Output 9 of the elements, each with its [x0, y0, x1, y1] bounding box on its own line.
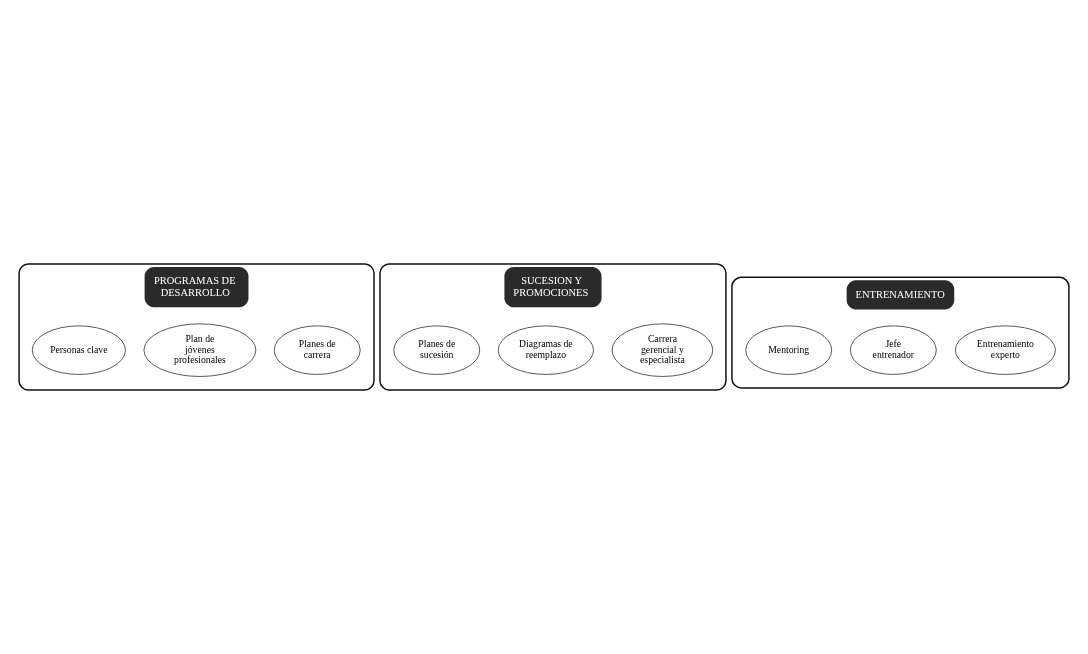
node-ellipse: Entrenamiento experto	[954, 325, 1056, 375]
node-ellipse: Personas clave	[31, 325, 126, 375]
node-ellipse: Planes de carrera	[273, 325, 361, 375]
node-ellipse: Carrera gerencial y especialista	[611, 323, 714, 377]
node-ellipse: Plan de jóvenes profesionales	[143, 323, 257, 377]
node-ellipse: Diagramas de reemplazo	[497, 325, 594, 375]
node-ellipse: Planes de sucesión	[393, 325, 481, 375]
node-ellipse: Mentoring	[745, 325, 833, 375]
node-ellipse: Jefe entrenador	[850, 325, 937, 375]
